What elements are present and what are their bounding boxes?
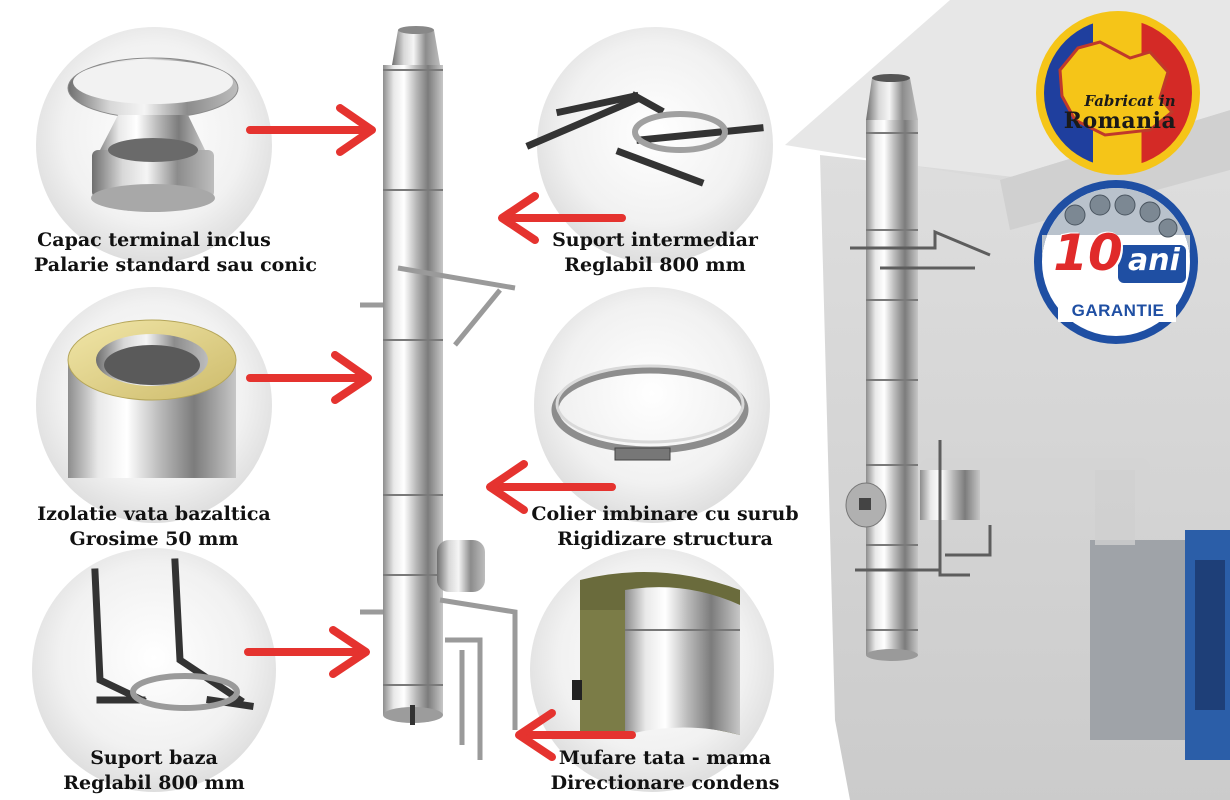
main-chimney bbox=[360, 26, 518, 760]
warranty-badge bbox=[1034, 180, 1198, 344]
arrow-insulation bbox=[246, 351, 372, 404]
feature-caption-base: Suport baza Reglabil 800 mm bbox=[34, 746, 274, 796]
feature-cap-line2: Palarie standard sau conic bbox=[34, 254, 317, 276]
warranty-number: 10 bbox=[1053, 224, 1123, 282]
feature-caption-clamp: Colier imbinare cu surub Rigidizare stru… bbox=[530, 502, 800, 552]
terminal-cap-image bbox=[67, 57, 239, 212]
feature-socket-line2: Directionare condens bbox=[550, 772, 780, 794]
base-support-image bbox=[91, 558, 254, 711]
feature-base-line2: Reglabil 800 mm bbox=[63, 772, 245, 794]
feature-caption-intermediate: Suport intermediar Reglabil 800 mm bbox=[535, 228, 775, 278]
arrow-cap bbox=[246, 104, 376, 156]
feature-intermediate-line1: Suport intermediar bbox=[552, 229, 758, 251]
made-in-country: Romania bbox=[1063, 108, 1177, 134]
feature-caption-socket: Mufare tata - mama Directionare condens bbox=[535, 746, 795, 796]
made-in-label: Fabricat in bbox=[1084, 92, 1176, 110]
feature-cap-line1: Capac terminal inclus bbox=[37, 229, 271, 251]
arrow-socket bbox=[515, 709, 636, 761]
feature-caption-cap: Capac terminal inclus Palarie standard s… bbox=[34, 228, 317, 278]
feature-caption-insulation: Izolatie vata bazaltica Grosime 50 mm bbox=[34, 502, 274, 552]
feature-socket-line1: Mufare tata - mama bbox=[558, 747, 772, 769]
socket-image bbox=[572, 572, 740, 735]
clamp-image bbox=[551, 364, 749, 461]
arrow-intermediate bbox=[498, 192, 626, 244]
feature-base-line1: Suport baza bbox=[90, 747, 218, 769]
arrow-clamp bbox=[486, 460, 616, 514]
warranty-label: GARANTIE bbox=[1071, 301, 1165, 320]
feature-insulation-line1: Izolatie vata bazaltica bbox=[37, 503, 271, 525]
feature-clamp-line2: Rigidizare structura bbox=[557, 528, 773, 550]
intermediate-support-image bbox=[525, 91, 764, 187]
feature-clamp-line1: Colier imbinare cu surub bbox=[531, 503, 799, 525]
feature-intermediate-line2: Reglabil 800 mm bbox=[564, 254, 746, 276]
made-in-romania-badge bbox=[1036, 11, 1200, 175]
house-chimney bbox=[845, 74, 1150, 661]
warranty-unit: ani bbox=[1128, 243, 1180, 278]
insulation-image bbox=[67, 319, 237, 478]
arrows bbox=[244, 104, 636, 761]
feature-insulation-line2: Grosime 50 mm bbox=[69, 528, 239, 550]
arrow-base bbox=[244, 626, 370, 678]
